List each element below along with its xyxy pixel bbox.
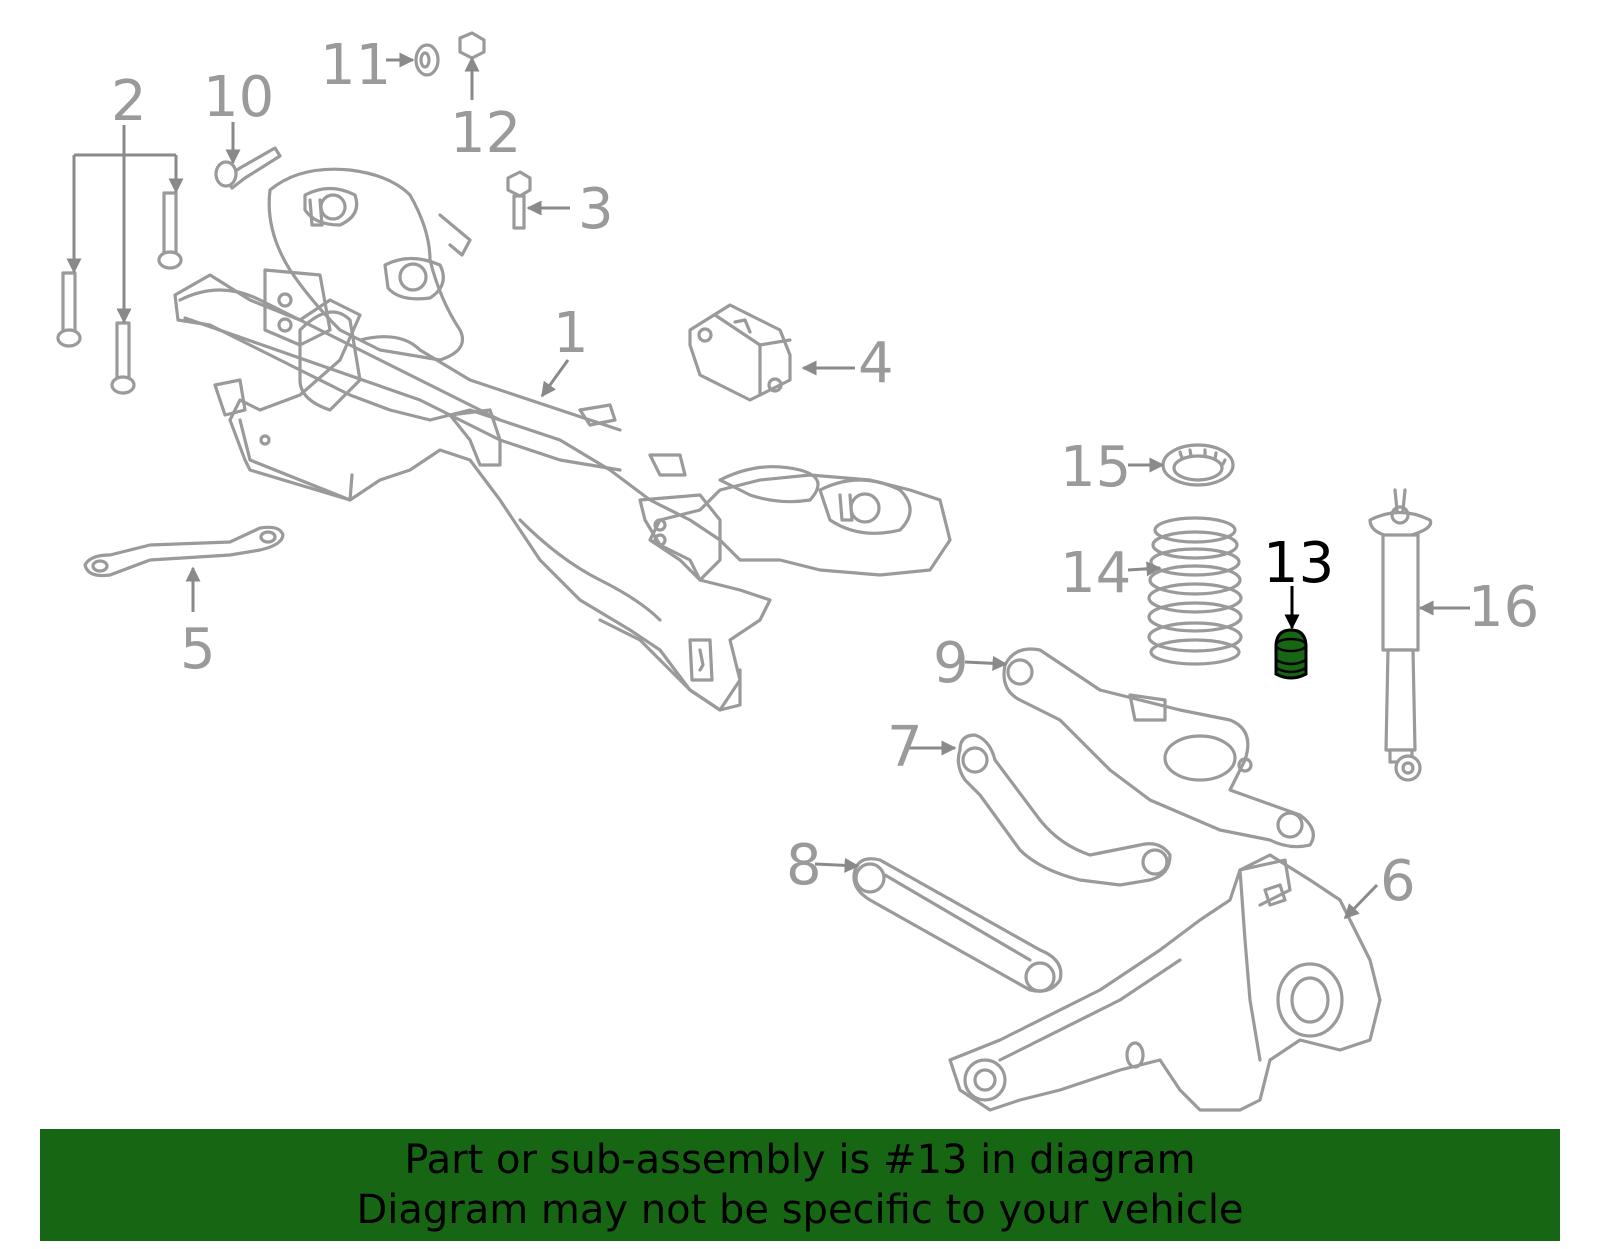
callout-16: 16 <box>1468 575 1539 640</box>
callout-8: 8 <box>786 833 822 898</box>
callout-9: 9 <box>933 631 969 696</box>
info-banner: Part or sub-assembly is #13 in diagram D… <box>40 1129 1560 1241</box>
nut-drawing-part-12 <box>458 31 486 60</box>
callout-1: 1 <box>553 301 589 366</box>
leader-lines <box>66 52 1470 920</box>
bump-stop-drawing-part-13 <box>1274 628 1308 680</box>
mount-drawing-part-4 <box>688 303 792 402</box>
callout-14: 14 <box>1060 541 1131 606</box>
spring-seat-drawing-part-15 <box>1161 443 1235 487</box>
callout-7: 7 <box>887 715 923 780</box>
callout-5: 5 <box>180 617 216 682</box>
link-drawing-part-8 <box>852 857 1063 993</box>
banner-line-1: Part or sub-assembly is #13 in diagram <box>404 1137 1196 1183</box>
callout-13-highlighted: 13 <box>1263 531 1334 596</box>
callout-12: 12 <box>450 101 521 166</box>
callout-3: 3 <box>578 177 614 242</box>
callout-4: 4 <box>858 331 894 396</box>
callout-10: 10 <box>203 65 274 130</box>
shock-absorber-drawing-part-16 <box>1368 488 1433 782</box>
washer-drawing-part-11 <box>414 43 440 77</box>
callout-15: 15 <box>1060 435 1131 500</box>
control-arm-drawing-part-9 <box>1002 647 1315 849</box>
coil-spring-drawing-part-14 <box>1147 516 1243 666</box>
callout-6: 6 <box>1380 849 1416 914</box>
callout-2: 2 <box>111 69 147 134</box>
bolt-drawing-part-10 <box>214 146 282 190</box>
arm-drawing-part-7 <box>956 733 1172 887</box>
bolt-drawings-part-2 <box>56 191 183 395</box>
bolt-drawing-part-3 <box>506 170 532 230</box>
callout-11: 11 <box>320 33 391 98</box>
banner-line-2: Diagram may not be specific to your vehi… <box>356 1187 1244 1233</box>
subframe-drawing <box>173 167 952 712</box>
brace-drawing-part-5 <box>83 525 285 578</box>
knuckle-drawing-part-6 <box>948 853 1382 1112</box>
